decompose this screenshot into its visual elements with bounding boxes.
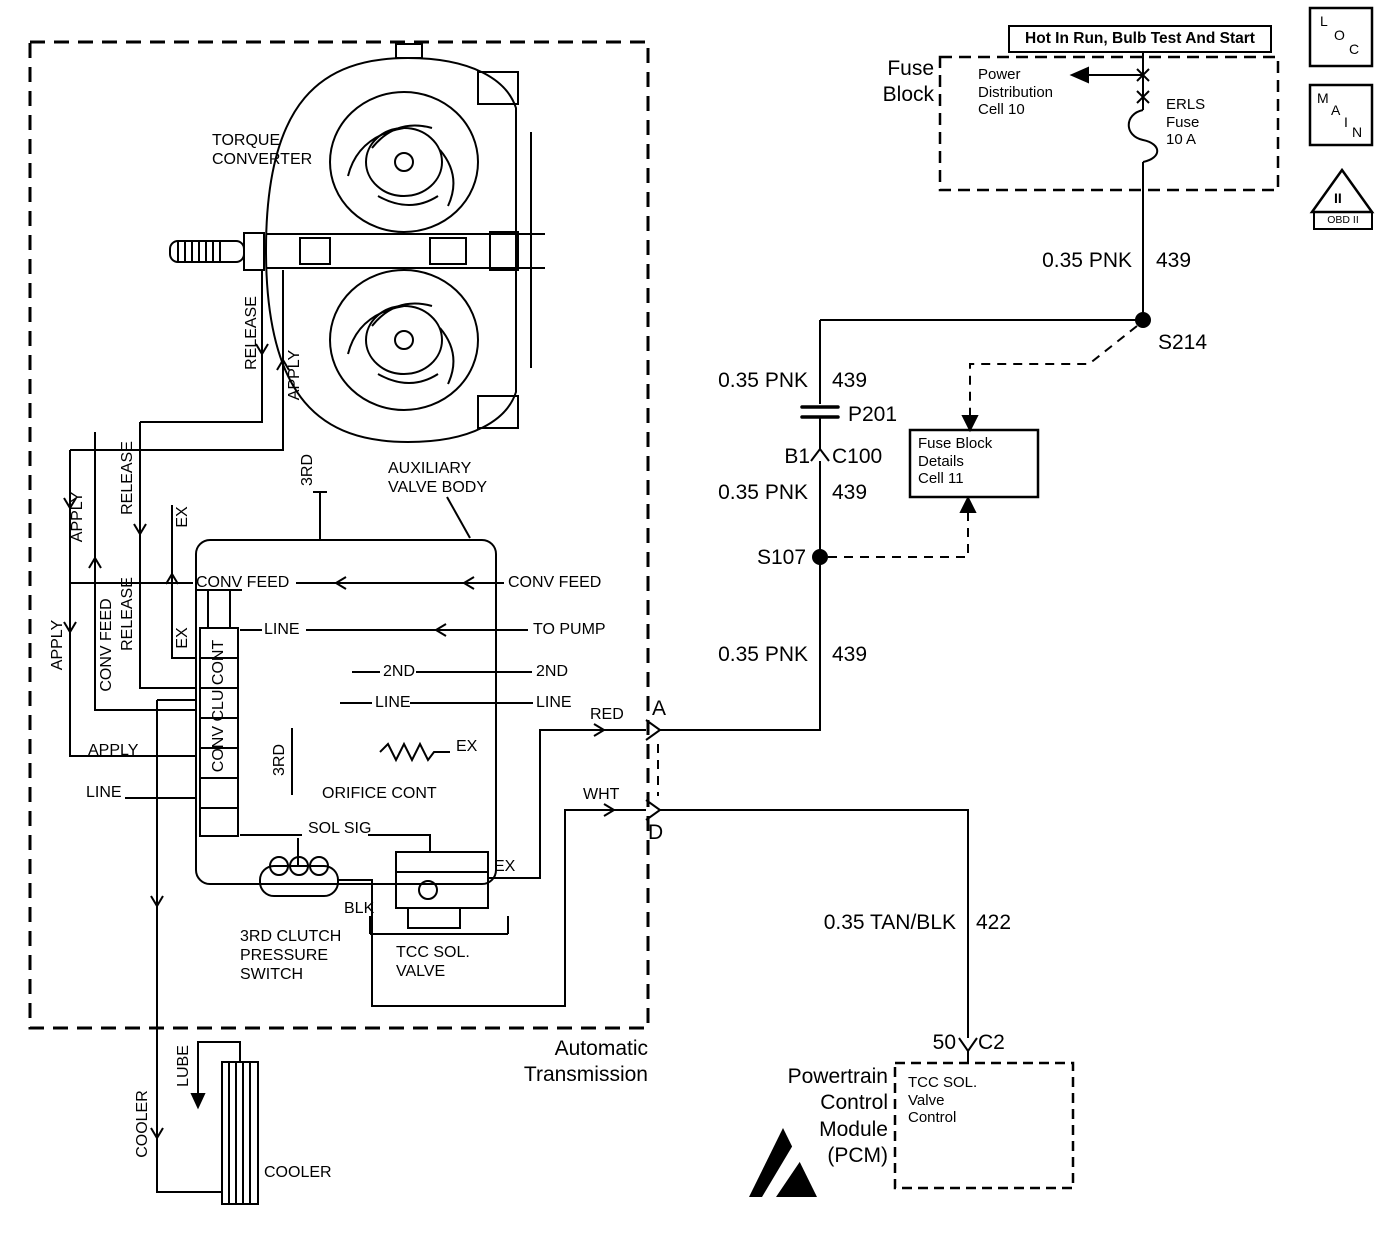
cooler-label-v: COOLER	[134, 1090, 151, 1158]
release-label-1: RELEASE	[243, 296, 260, 370]
loc-symbol-box	[1308, 6, 1374, 68]
fuse-block-details-box	[908, 428, 1040, 499]
apply-label-2: APPLY	[69, 491, 86, 543]
conv-clu-cont-label: CONV CLU CONT	[210, 639, 227, 773]
transmission-title: Automatic Transmission	[523, 1037, 648, 1087]
line-label-2: LINE	[375, 694, 411, 711]
wht-wire	[338, 809, 646, 1007]
torque-converter-drawing	[169, 43, 545, 444]
line-label-4: LINE	[86, 784, 122, 801]
release-label-3: RELEASE	[119, 577, 136, 651]
pnk-circuit-4: 439	[832, 643, 868, 666]
line-label-3: LINE	[536, 694, 572, 711]
splice-s107-dot	[812, 549, 828, 565]
ex-label-4: EX	[494, 858, 516, 875]
obd-symbol	[1309, 167, 1375, 230]
transmission-boundary-box	[28, 40, 650, 1030]
wht-wire-label: WHT	[583, 786, 620, 803]
internal-wires	[338, 729, 646, 1007]
splice-s214-dot	[1135, 312, 1151, 328]
fuse-block-title: Fuse Block	[882, 57, 934, 107]
pcm-function-label: TCC SOL. Valve Control	[908, 1074, 978, 1127]
apply-label-1: APPLY	[286, 349, 303, 401]
c2-label: C2	[978, 1031, 1005, 1054]
red-wire	[488, 729, 646, 879]
release-label-2: RELEASE	[119, 441, 136, 515]
obd-numeral: II	[1334, 190, 1342, 206]
ex-label-1: EX	[174, 506, 191, 528]
conv-feed-label-v: CONV FEED	[98, 598, 115, 692]
tan-gauge-label: 0.35 TAN/BLK	[823, 911, 956, 934]
sol-sig-label: SOL SIG	[308, 820, 372, 837]
erls-fuse-label: ERLS Fuse 10 A	[1166, 96, 1206, 149]
pnk-gauge-4: 0.35 PNK	[718, 643, 808, 666]
to-pump-label: TO PUMP	[533, 621, 606, 638]
splice-s214-label: S214	[1158, 331, 1208, 354]
loc-letter-c: C	[1349, 41, 1360, 57]
pin-d-label: D	[648, 821, 664, 844]
cooler-drawing	[190, 1041, 259, 1205]
cooler-label-h: COOLER	[264, 1164, 332, 1181]
pin-a-label: A	[652, 697, 667, 720]
apply-label-3: APPLY	[49, 619, 66, 671]
fuse-block-box	[938, 55, 1280, 192]
reference-dashed-lines	[657, 325, 1138, 796]
c100-connector-symbol	[810, 447, 830, 462]
c2-connector-symbol	[958, 1037, 978, 1053]
valve-body-drawing	[195, 496, 509, 935]
b1-label: B1	[784, 445, 810, 468]
pin-a-connector-symbol	[645, 719, 662, 741]
c100-label: C100	[832, 445, 883, 468]
main-letter-n: N	[1352, 124, 1363, 140]
tcc-sol-valve-label: TCC SOL. VALVE	[396, 944, 470, 980]
main-symbol-box	[1308, 83, 1374, 147]
third-label-1: 3RD	[299, 453, 316, 487]
hydraulic-lines	[63, 270, 533, 1193]
main-letter-a: A	[1331, 102, 1341, 118]
electrical-wires	[593, 51, 1159, 1063]
pressure-switch-label: 3RD CLUTCH PRESSURE SWITCH	[240, 928, 342, 983]
blk-label: BLK	[344, 900, 375, 917]
pnk-gauge-2: 0.35 PNK	[718, 369, 808, 392]
ex-label-2: EX	[174, 627, 191, 649]
hot-in-run-box: Hot In Run, Bulb Test And Start	[1008, 25, 1272, 53]
third-label-2: 3RD	[271, 743, 288, 777]
loc-letter-l: L	[1320, 13, 1328, 29]
conv-feed-label-l: CONV FEED	[196, 574, 290, 591]
pnk-circuit-2: 439	[832, 369, 868, 392]
fuse-block-details-label: Fuse Block Details Cell 11	[918, 435, 993, 488]
tan-circuit-label: 422	[976, 911, 1012, 934]
ex-label-3: EX	[456, 738, 478, 755]
linework-root	[28, 6, 1375, 1205]
fuse-symbol	[1127, 109, 1159, 163]
torque-converter-label: TORQUE CONVERTER	[212, 132, 313, 168]
second-label-r: 2ND	[536, 663, 569, 680]
loc-letter-o: O	[1334, 27, 1345, 43]
second-label-l: 2ND	[383, 663, 416, 680]
conv-feed-label-r: CONV FEED	[508, 574, 602, 591]
apply-label-4: APPLY	[88, 742, 139, 759]
splice-s107-label: S107	[756, 546, 806, 569]
lube-label: LUBE	[175, 1045, 192, 1087]
pnk-circuit-1: 439	[1156, 249, 1192, 272]
power-distribution-label: Power Distribution Cell 10	[978, 66, 1054, 119]
p201-connector-symbol	[800, 405, 840, 419]
pcm-box	[893, 1061, 1075, 1190]
pcm-title: Powertrain Control Module (PCM)	[787, 1065, 888, 1167]
line-label-1: LINE	[264, 621, 300, 638]
pnk-circuit-3: 439	[832, 481, 868, 504]
orifice-cont-label: ORIFICE CONT	[322, 785, 437, 802]
red-wire-label: RED	[590, 706, 624, 723]
pnk-gauge-3: 0.35 PNK	[718, 481, 808, 504]
pin-50-label: 50	[932, 1031, 956, 1054]
main-letter-i: I	[1344, 114, 1348, 130]
main-letter-m: M	[1317, 90, 1329, 106]
obd-label: OBD II	[1327, 214, 1359, 226]
esd-warning-icon	[749, 1128, 817, 1197]
aux-valve-body-label: AUXILIARY VALVE BODY	[388, 460, 487, 496]
pnk-gauge-1: 0.35 PNK	[1042, 249, 1132, 272]
p201-label: P201	[848, 403, 898, 426]
